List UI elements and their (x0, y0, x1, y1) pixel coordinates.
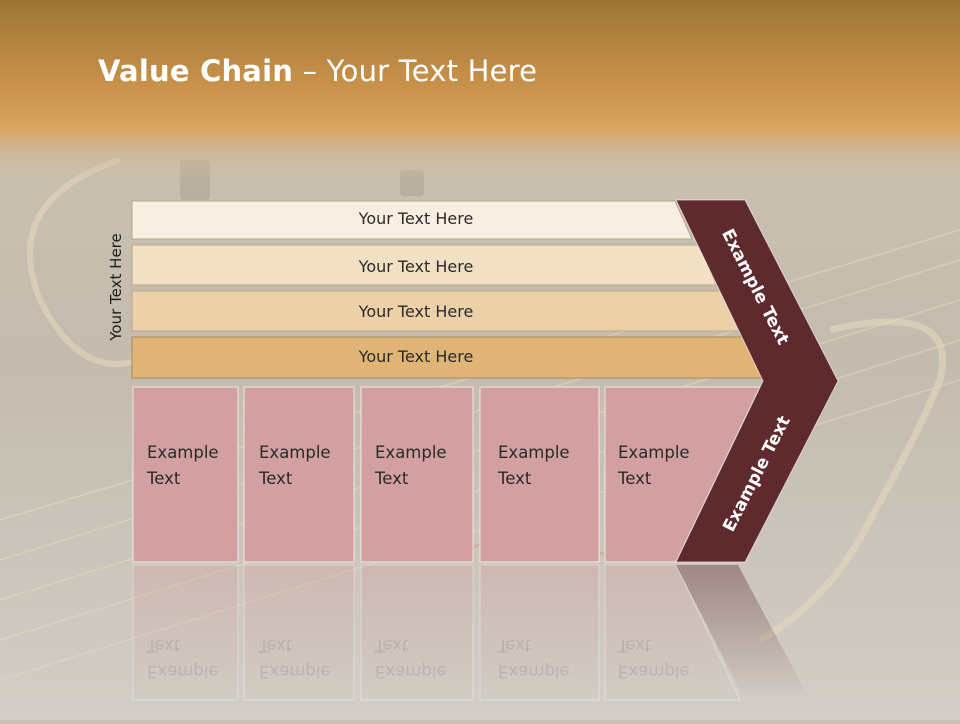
margin-chevron (675, 199, 839, 563)
slide-title: Value Chain – Your Text Here (98, 54, 537, 88)
row-label-1: Your Text Here (358, 209, 474, 228)
row-label-3: Your Text Here (358, 302, 474, 321)
row-label-2: Your Text Here (358, 257, 474, 276)
side-label: Your Text Here (107, 233, 125, 341)
title-rest: – Your Text Here (293, 54, 538, 88)
box-shape-2 (243, 386, 355, 563)
box-shape-3 (360, 386, 474, 563)
row-shape-2 (131, 244, 717, 286)
title-bold: Value Chain (98, 54, 294, 88)
row-label-4: Your Text Here (358, 347, 474, 366)
box-shape-1 (132, 386, 239, 563)
row-shape-1 (131, 200, 693, 240)
box-shape-4 (479, 386, 600, 563)
